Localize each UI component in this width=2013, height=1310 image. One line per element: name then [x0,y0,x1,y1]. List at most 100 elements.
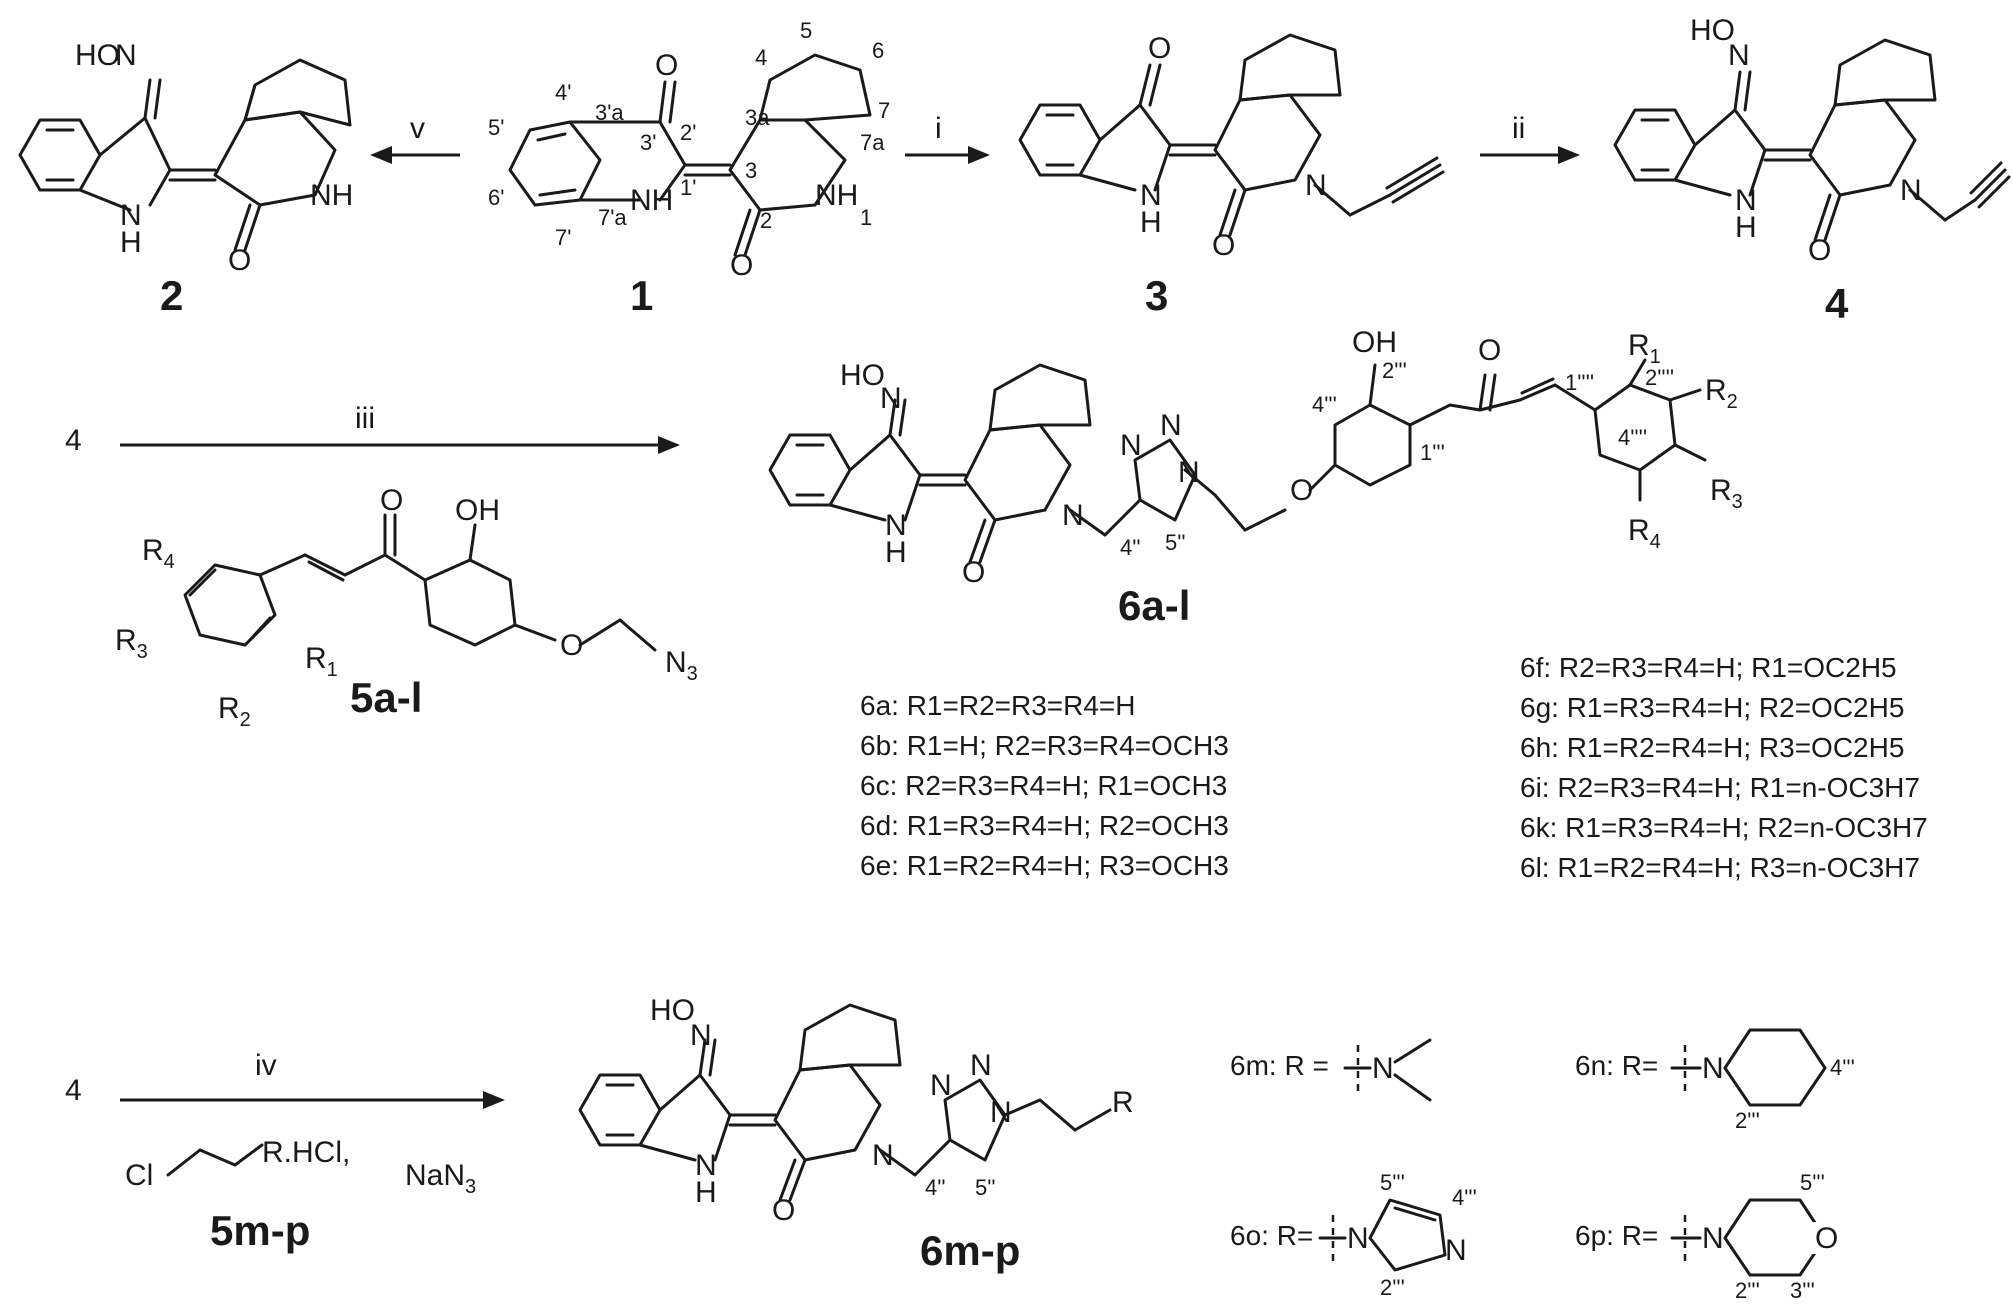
indole-n-label-6mp: N [872,1139,894,1172]
arrow-ii-head [1558,146,1580,164]
num-2: 2 [760,208,772,233]
oxime-n-label-6mp: N [690,1019,712,1052]
hydroxyl-label-6al: OH [1352,326,1397,359]
h-label-2a: H [120,226,142,259]
r-group-6m-n: N [1372,1052,1394,1085]
r3-label-6al: R3 [1710,474,1743,513]
carbonyl-o-label-6al: O [962,556,985,589]
compound-6al-structure [768,358,1707,564]
h-label-4a: H [1735,211,1757,244]
reagent-iii-label: iii [355,402,375,435]
arrow-v-head [370,146,392,164]
num-7a: 7a [860,130,885,155]
num-3a: 3a [745,105,770,130]
oxime-n-label-2: N [115,39,137,72]
definition-6f: 6f: R2=R3=R4=H; R1=OC2H5 [1520,652,1897,683]
h-label-3a: H [1140,206,1162,239]
sodium-azide-label: NaN3 [405,1159,476,1198]
num-7p: 7' [555,225,571,250]
triazole-n3-label-6al: N [1120,429,1142,462]
nh-label-4a: N [1735,184,1757,217]
definition-6i: 6i: R2=R3=R4=H; R1=n-OC3H7 [1520,772,1920,803]
definition-6d: 6d: R1=R3=R4=H; R2=OCH3 [860,810,1229,841]
definition-6g: 6g: R1=R3=R4=H; R2=OC2H5 [1520,692,1904,723]
ether-o-label-6al: O [1290,474,1313,507]
nh-label-2a: N [120,199,142,232]
r-group-6p-label: 6p: R= [1575,1220,1658,1251]
definition-6e: 6e: R1=R2=R4=H; R3=OCH3 [860,850,1229,881]
nh-label-2b: NH [310,179,353,212]
hydroxyl-label-5: OH [455,494,500,527]
num-2ppp-6n: 2''' [1735,1108,1760,1133]
nh-label-6al: N [885,509,907,542]
num-3ppp-6p: 3''' [1790,1278,1815,1303]
r-group-6p-o: O [1815,1222,1838,1255]
num-3p: 3' [640,130,656,155]
r1-label-6al: R1 [1628,329,1661,368]
num-5: 5 [800,18,812,43]
starting-material-4-iv: 4 [65,1074,82,1107]
azide-label-5: N3 [665,646,698,685]
carbonyl-o-label-3b: O [1212,229,1235,262]
starting-material-4-iii: 4 [65,424,82,457]
r-label-6mp: R [1112,1086,1134,1119]
num-4ppp-6n: 4''' [1830,1055,1855,1080]
num-4ppp-6o: 4''' [1452,1185,1477,1210]
reagent-i-label: i [935,112,942,145]
num-4ppp-6al: 4''' [1312,392,1337,417]
r2-label-5: R2 [218,692,251,731]
triazole-n1-label-6mp: N [990,1096,1012,1129]
num-3pa: 3'a [595,100,624,125]
num-2ppp-6p: 2''' [1735,1278,1760,1303]
oxime-n-label-4: N [1728,39,1750,72]
r-group-6n: 6n: R= N 4''' 2''' [1575,1028,1855,1133]
hydroxyl-oxime-label-6al: HO [840,359,885,392]
reagent-v-label: v [410,112,425,145]
num-2ppp-6al: 2''' [1382,358,1407,383]
num-6p: 6' [488,185,504,210]
num-3: 3 [745,158,757,183]
h-label-6al: H [885,536,907,569]
triazole-n1-label-6al: N [1178,456,1200,489]
h-label-6mp: H [695,1176,717,1209]
num-4p: 4' [555,80,571,105]
arrow-iv-head [483,1091,505,1109]
r-group-6n-n: N [1702,1052,1724,1085]
hydroxyl-oxime-label-4: HO [1690,14,1735,47]
num-7: 7 [878,98,890,123]
r1-label-5: R1 [305,642,338,681]
compound-6mp-structure [578,1003,1112,1202]
num-2ppp-6o: 2''' [1380,1275,1405,1300]
ether-o-label-5: O [560,629,583,662]
r2-label-6al: R2 [1705,374,1738,413]
num-1: 1 [860,205,872,230]
n-label-3b: N [1305,169,1327,202]
n-label-4b: N [1900,174,1922,207]
definition-6l: 6l: R1=R2=R4=H; R3=n-OC3H7 [1520,852,1920,883]
arrow-iii-head [658,436,680,454]
compound-3-label: 3 [1145,272,1168,319]
triazole-n2-label-6mp: N [970,1049,992,1082]
compound-4-structure [1613,38,2011,242]
num-4pppp-6al: 4'''' [1618,425,1647,450]
compound-6mp-label: 6m-p [920,1227,1020,1274]
chloro-reagent-cl: Cl [125,1159,153,1192]
definition-6h: 6h: R1=R2=R4=H; R3=OC2H5 [1520,732,1904,763]
compound-5mp-label: 5m-p [210,1207,310,1254]
reagent-ii-label: ii [1512,112,1525,145]
compound-4-label: 4 [1825,280,1849,327]
num-5pp-6al: 5'' [1165,530,1186,555]
r-group-6m: 6m: R = N [1230,1038,1432,1102]
carbonyl-o-label-4: O [1808,234,1831,267]
oxime-n-label-6al: N [880,382,902,415]
substituent-definitions-left: 6a: R1=R2=R3=R4=H 6b: R1=H; R2=R3=R4=OCH… [860,690,1229,881]
r4-label-6al: R4 [1628,514,1661,553]
r-group-6p: 6p: R= N O 5''' 2''' 3''' [1575,1170,1842,1303]
arrow-i-head [968,146,990,164]
num-5ppp-6p: 5''' [1800,1170,1825,1195]
num-2p: 2' [680,120,696,145]
num-7pa: 7'a [598,205,627,230]
num-6: 6 [872,38,884,63]
chloroethyl-chain [166,1143,264,1177]
r-group-6o-n3: N [1445,1234,1467,1267]
